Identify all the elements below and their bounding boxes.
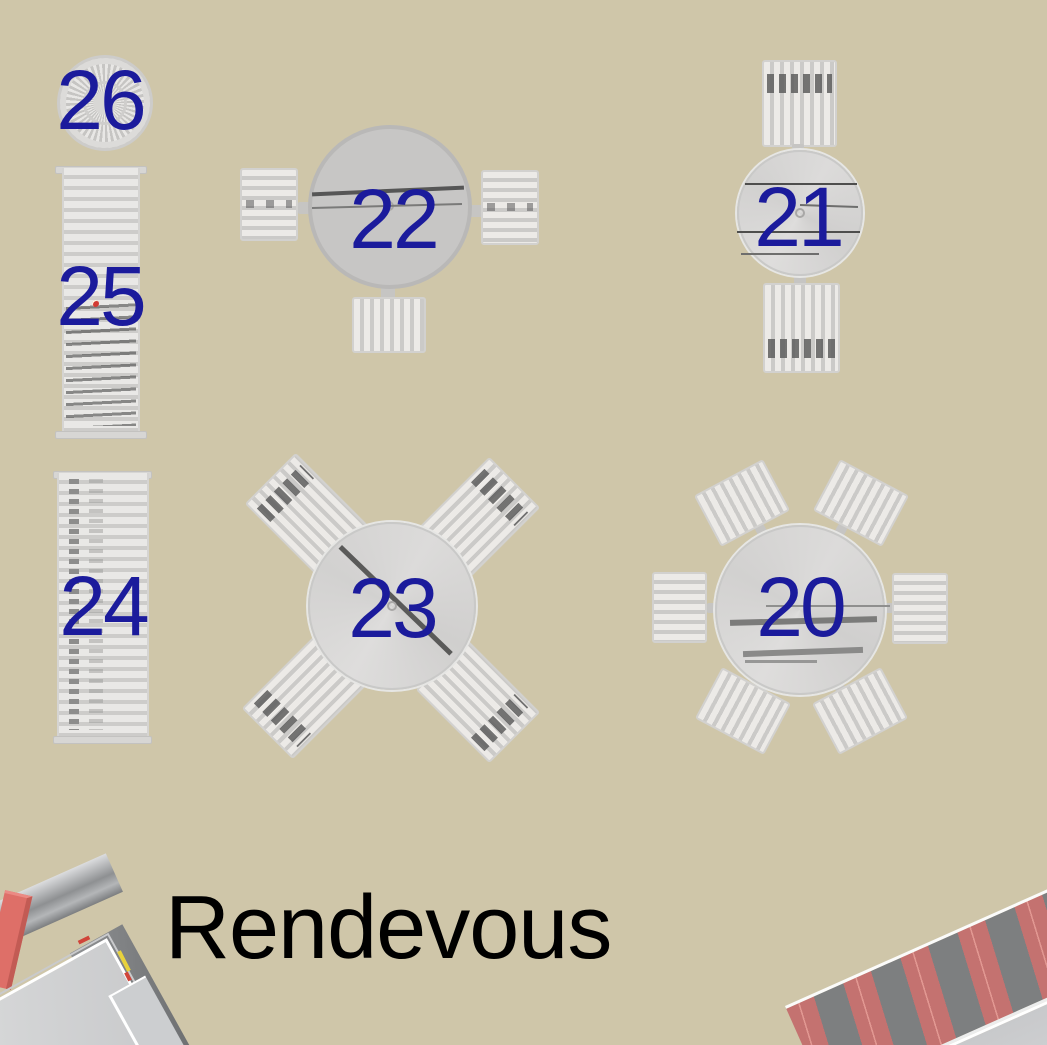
- table-hub: [795, 208, 805, 218]
- bench-right: [481, 170, 539, 245]
- bench-marks: [246, 200, 292, 209]
- slat-marks: [69, 479, 79, 730]
- table-20[interactable]: 20: [652, 459, 950, 755]
- bench-connector: [298, 202, 310, 214]
- shadow-streak: [745, 660, 817, 663]
- bench-connector: [469, 205, 483, 217]
- bench-connector: [707, 603, 719, 613]
- table-number: 20: [756, 560, 846, 654]
- building-red-beam: [0, 890, 33, 990]
- awning-corner: [785, 827, 1047, 1045]
- table-26[interactable]: 26: [50, 50, 160, 160]
- shadow-line: [745, 183, 857, 185]
- shadow-streak: [766, 605, 890, 607]
- bench-connector: [792, 144, 804, 153]
- table-number: 22: [349, 172, 439, 266]
- bench-bottom: [763, 283, 840, 373]
- bench-connector: [881, 603, 893, 613]
- table-number: 23: [348, 561, 438, 655]
- bench-marks: [487, 203, 533, 212]
- bench-marks: [470, 468, 529, 527]
- table-23[interactable]: 23: [241, 452, 541, 764]
- bench-left: [240, 168, 298, 241]
- table-hub: [387, 601, 397, 611]
- bench-marks: [767, 74, 832, 93]
- slat-marks: [89, 479, 103, 730]
- bench-marks: [253, 689, 312, 748]
- shadow-line: [741, 253, 819, 255]
- table-22[interactable]: 22: [240, 125, 543, 357]
- bench-bottom: [352, 297, 426, 353]
- table-21[interactable]: 21: [737, 60, 863, 373]
- table-number: 26: [56, 53, 146, 147]
- table-number: 24: [59, 559, 149, 653]
- area-label: Rendevous: [165, 878, 612, 978]
- bench-top: [762, 60, 837, 147]
- table-end-cap: [53, 736, 152, 744]
- table-end-cap: [55, 431, 147, 439]
- red-marker-dot: [92, 300, 99, 307]
- bench-marks: [768, 339, 835, 358]
- parasol-table-top: [57, 55, 153, 151]
- bench-right: [892, 573, 948, 644]
- table-24[interactable]: 24: [50, 465, 155, 750]
- bench-marks: [470, 693, 529, 752]
- table-number: 25: [56, 249, 146, 343]
- awning-stripes: [785, 827, 1047, 1045]
- round-table-top: [715, 525, 885, 695]
- table-number: 21: [754, 170, 844, 264]
- bench-connector: [794, 273, 806, 284]
- bench-left: [652, 572, 707, 643]
- bench-marks: [256, 464, 315, 523]
- long-table-top: [57, 473, 149, 736]
- shadow-line: [737, 231, 860, 233]
- long-table-top: [62, 168, 140, 431]
- table-25[interactable]: 25: [50, 160, 155, 445]
- shadow-overlay: [66, 298, 136, 426]
